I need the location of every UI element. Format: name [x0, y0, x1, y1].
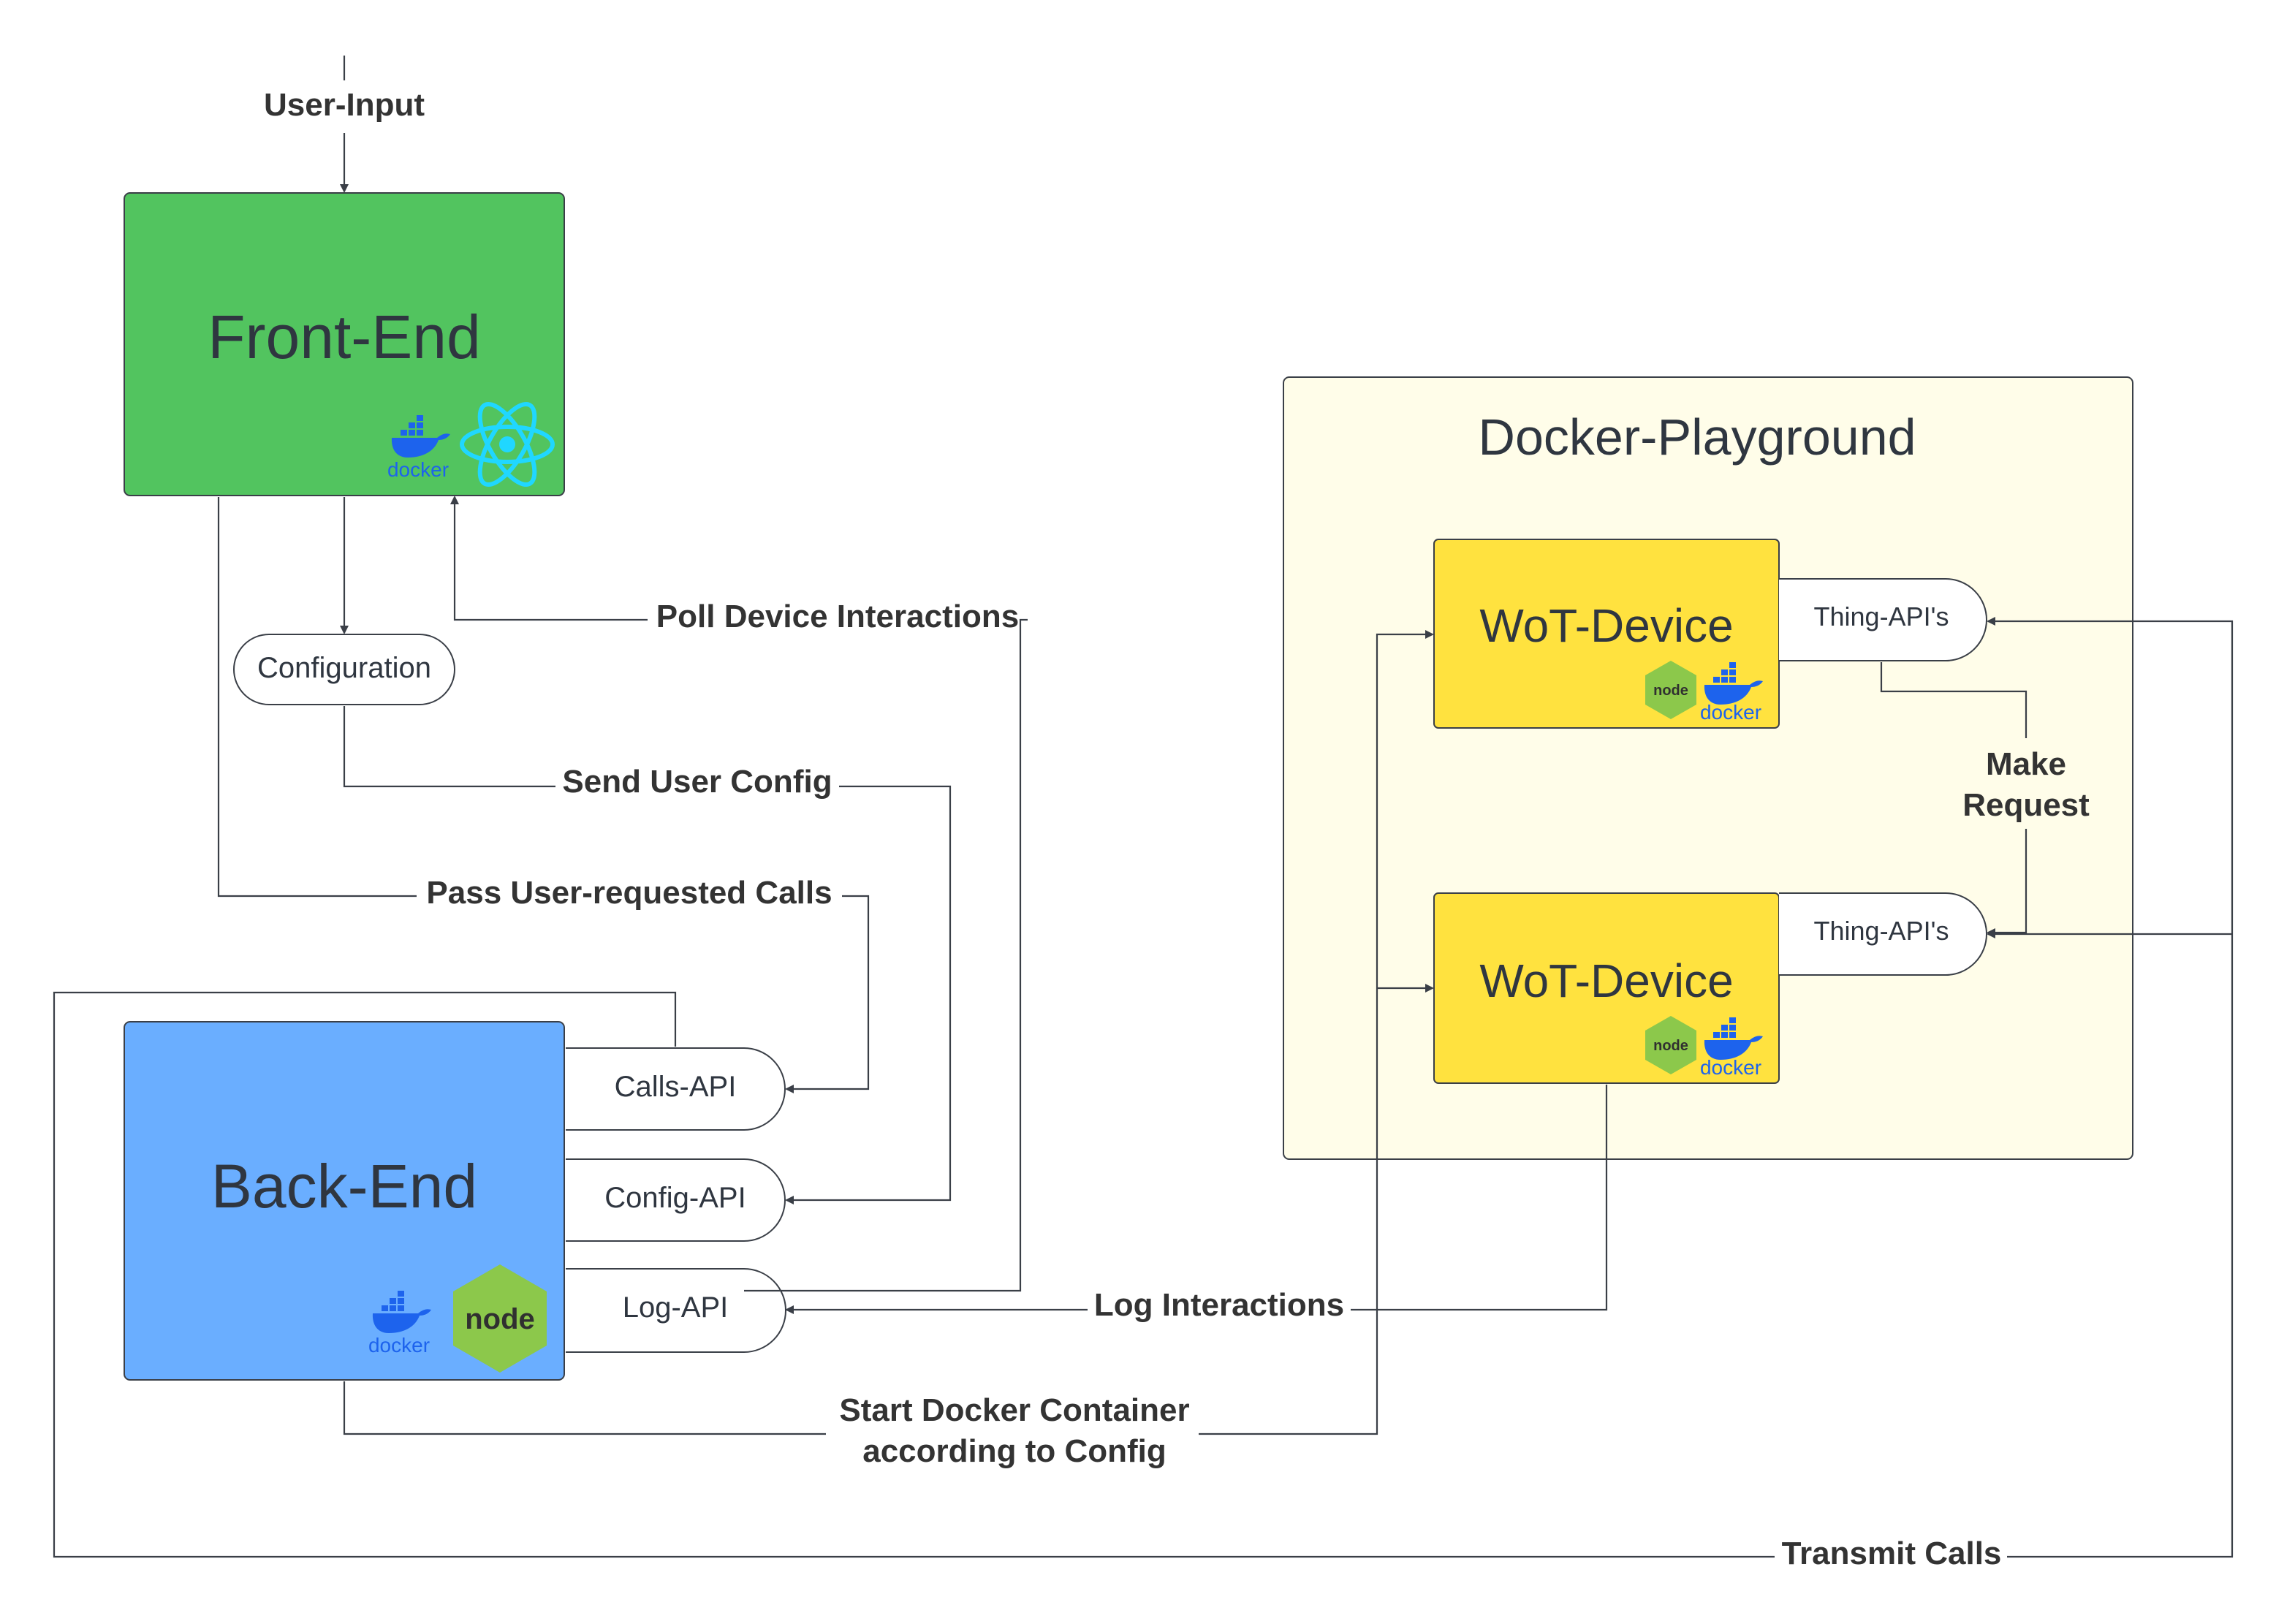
- transmit-calls-edge: [53, 621, 2234, 1558]
- docker-logo: docker: [368, 1291, 431, 1357]
- react-icon: [460, 401, 555, 487]
- thing-api-label: Thing-API's: [1814, 602, 1949, 631]
- start-container-label-line2: according to Config: [862, 1433, 1167, 1469]
- log-interactions-edge: [786, 1085, 1608, 1310]
- docker-logo: docker: [387, 415, 450, 481]
- wot-device-title: WoT-Device: [1479, 955, 1733, 1007]
- poll-device-interactions-label: Poll Device Interactions: [656, 599, 1019, 634]
- make-request-edge: [1880, 662, 2027, 933]
- docker-logo: docker: [1700, 662, 1763, 724]
- wot-device-title: WoT-Device: [1479, 599, 1733, 652]
- pass-user-calls-label: Pass User-requested Calls: [426, 875, 832, 911]
- log-interactions-label: Log Interactions: [1094, 1287, 1344, 1323]
- configuration-pill: [233, 634, 455, 705]
- log-api-label: Log-API: [623, 1291, 729, 1324]
- transmit-calls-label: Transmit Calls: [1782, 1536, 2002, 1571]
- poll-device-interactions-edge: [455, 497, 1028, 1292]
- make-request-label-line1: Make: [1986, 746, 2066, 782]
- svg-text:node: node: [1653, 683, 1688, 699]
- backend-title: Back-End: [211, 1152, 477, 1221]
- backend-box: [124, 1021, 565, 1381]
- send-user-config-label: Send User Config: [562, 764, 832, 800]
- node-logo: node: [1645, 1016, 1696, 1074]
- svg-text:docker: docker: [1700, 701, 1761, 724]
- docker-playground-title: Docker-Playground: [1478, 409, 1916, 466]
- start-container-edge: [343, 634, 1433, 1435]
- make-request-label-line2: Request: [1962, 787, 2090, 823]
- svg-text:node: node: [1653, 1038, 1688, 1054]
- svg-text:docker: docker: [1700, 1056, 1761, 1079]
- user-input-label: User-Input: [264, 87, 425, 123]
- config-api-label: Config-API: [604, 1182, 746, 1214]
- svg-text:node: node: [465, 1303, 535, 1335]
- node-logo: node: [453, 1264, 547, 1373]
- svg-text:docker: docker: [368, 1334, 430, 1357]
- calls-api-label: Calls-API: [615, 1071, 737, 1103]
- svg-text:docker: docker: [387, 458, 449, 481]
- pass-user-calls-edge: [217, 497, 870, 1089]
- node-logo: node: [1645, 661, 1696, 719]
- start-container-label-line1: Start Docker Container: [839, 1392, 1189, 1428]
- frontend-title: Front-End: [208, 303, 481, 371]
- send-user-config-edge: [343, 706, 952, 1200]
- docker-logo: docker: [1700, 1017, 1763, 1079]
- thing-api-label: Thing-API's: [1814, 916, 1949, 946]
- configuration-label: Configuration: [257, 652, 431, 684]
